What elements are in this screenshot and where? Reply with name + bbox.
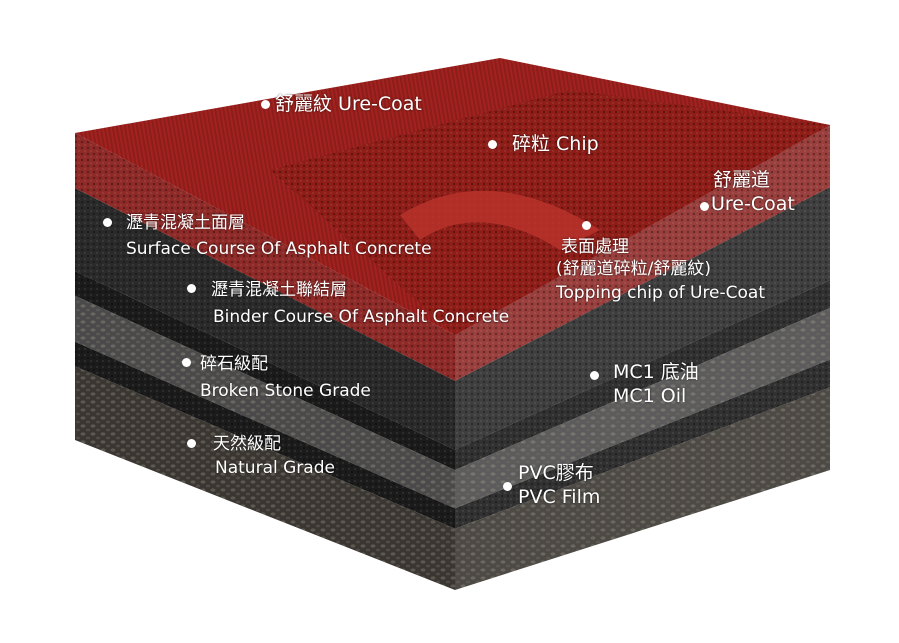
bullet-icon — [103, 218, 112, 227]
bullet-icon — [187, 439, 196, 448]
layer-texture-left-4 — [75, 341, 455, 529]
layer-texture-left-2 — [75, 271, 455, 471]
label-mc1-en: MC1 Oil — [613, 385, 687, 407]
bullet-icon — [182, 358, 191, 367]
layer-texture-right-4 — [455, 359, 830, 529]
layer-texture-left-3 — [75, 295, 455, 509]
label-pvc-zh: PVC膠布 — [518, 462, 594, 484]
layer-texture-right-3 — [455, 307, 830, 509]
bullet-icon — [700, 202, 709, 211]
label-topping-zh2: (舒麗道碎粒/舒麗紋) — [556, 259, 711, 279]
label-binder-zh: 瀝青混凝土聯結層 — [211, 280, 347, 300]
bullet-icon — [582, 221, 591, 230]
layer-texture-right-2 — [455, 280, 830, 471]
label-broken-zh: 碎石級配 — [200, 354, 268, 374]
label-natural-zh: 天然級配 — [213, 434, 281, 454]
label-ure-coat-top: 舒麗紋 Ure-Coat — [275, 93, 422, 115]
layer-texture-left-1 — [75, 188, 455, 450]
label-surface-zh: 瀝青混凝土面層 — [126, 213, 245, 233]
label-ure-coat-road-en: Ure-Coat — [711, 193, 795, 215]
layer-texture-right-5 — [455, 387, 830, 590]
label-surface-en: Surface Course Of Asphalt Concrete — [126, 239, 432, 259]
bullet-icon — [187, 284, 196, 293]
label-topping-en: Topping chip of Ure-Coat — [556, 283, 766, 303]
chip-peel-curl — [400, 190, 600, 250]
bullet-icon — [503, 482, 512, 491]
bullet-icon — [590, 371, 599, 380]
label-ure-coat-road-zh: 舒麗道 — [713, 169, 771, 191]
layer-texture-right-0 — [455, 125, 830, 381]
layer-texture-left-5 — [75, 366, 455, 590]
label-natural-en: Natural Grade — [215, 458, 335, 478]
label-pvc-en: PVC Film — [518, 486, 601, 508]
label-binder-en: Binder Course Of Asphalt Concrete — [213, 307, 510, 327]
label-chip: 碎粒 Chip — [512, 133, 599, 155]
layer-texture-left-0 — [75, 133, 455, 381]
bullet-icon — [488, 140, 497, 149]
bullet-icon — [261, 100, 270, 109]
label-topping-zh: 表面處理 — [561, 237, 629, 257]
label-broken-en: Broken Stone Grade — [200, 381, 371, 401]
label-mc1-zh: MC1 底油 — [613, 361, 699, 383]
layer-bands — [75, 125, 830, 590]
layer-texture-right-1 — [455, 187, 830, 450]
